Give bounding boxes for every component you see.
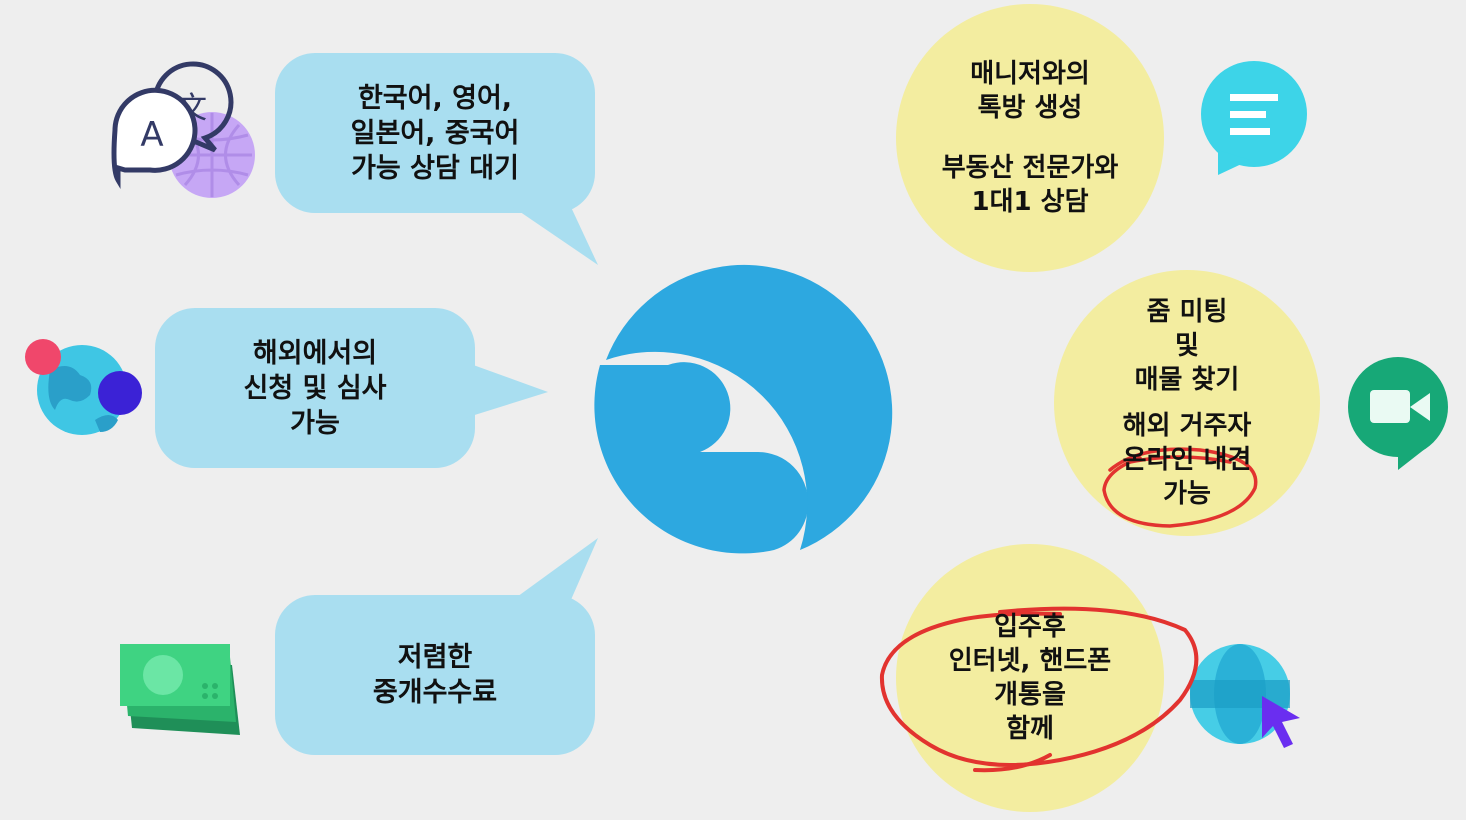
circle-line: 매니저와의: [970, 59, 1090, 89]
circle-line: 입주후: [994, 612, 1066, 642]
circle-line: 톡방 생성: [977, 93, 1083, 123]
bubble-text-overseas: 해외에서의 신청 및 심사 가능: [155, 308, 475, 468]
bubble-line: 가능: [290, 407, 340, 439]
circle-line: 1대1 상담: [971, 187, 1089, 217]
bubble-text-fee: 저렴한 중개수수료: [275, 595, 595, 755]
circle-line: 온라인 내견: [1122, 445, 1252, 475]
globe-people-icon: [25, 339, 142, 435]
highlight-ring-internet: [879, 606, 1199, 773]
svg-text:A: A: [140, 115, 163, 155]
circle-line: 부동산 전문가와: [941, 153, 1119, 183]
video-meeting-icon: [1348, 357, 1448, 470]
bubble-line: 일본어, 중국어: [350, 117, 520, 149]
circle-line: 함께: [1006, 714, 1054, 744]
speech-bubble-fee: [275, 538, 598, 755]
circle-line: 인터넷, 핸드폰: [948, 646, 1112, 676]
circle-text-after-move-in: 입주후 인터넷, 핸드폰 개통을 함께: [896, 544, 1164, 812]
bubble-line: 한국어, 영어,: [357, 82, 513, 114]
bubble-line: 중개수수료: [372, 677, 498, 708]
bubble-text-languages: 한국어, 영어, 일본어, 중국어 가능 상담 대기: [275, 53, 595, 213]
bubble-line: 신청 및 심사: [243, 372, 387, 404]
speech-bubble-languages: [275, 53, 598, 265]
circle-text-manager-chat: 매니저와의 톡방 생성 부동산 전문가와 1대1 상담: [896, 4, 1164, 272]
money-icon: [120, 644, 240, 735]
speech-bubble-overseas: [155, 308, 548, 468]
circle-line: 가능: [1163, 479, 1211, 509]
translate-icon: 文 A: [111, 61, 255, 198]
bubble-line: 해외에서의: [252, 337, 378, 369]
circle-manager-chat: [896, 4, 1164, 272]
circle-line: 개통을: [994, 680, 1066, 710]
circle-line: 및: [1175, 331, 1199, 361]
circle-line: 줌 미팅: [1146, 297, 1228, 327]
chat-icon: [1201, 61, 1307, 175]
circle-text-zoom-meeting: 줌 미팅 및 매물 찾기 해외 거주자 온라인 내견 가능: [1054, 270, 1320, 536]
highlight-ring-online: [1102, 447, 1258, 528]
circle-line: 매물 찾기: [1134, 365, 1240, 395]
bubble-line: 가능 상담 대기: [351, 152, 519, 184]
brand-logo: [594, 264, 893, 554]
circle-line: 해외 거주자: [1122, 411, 1252, 441]
bubble-line: 저렴한: [397, 642, 473, 673]
globe-cursor-icon: [1190, 644, 1300, 748]
